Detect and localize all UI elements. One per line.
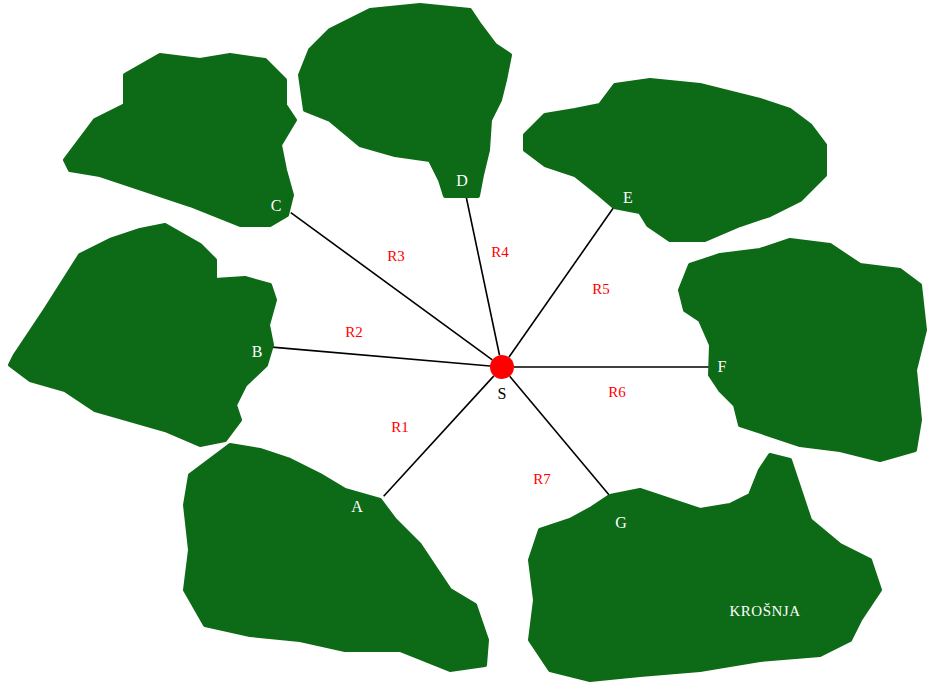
- crown-outline: [530, 455, 880, 680]
- crown-shape: [530, 455, 880, 680]
- crown-shape: [525, 80, 825, 240]
- radius-label: R1: [389, 419, 411, 436]
- crown-outline: [10, 225, 275, 445]
- point-letter: F: [718, 359, 727, 375]
- tree-crown: A: [185, 445, 487, 670]
- tree-crown: G KROŠNJA: [530, 455, 880, 680]
- crown-label: KROŠNJA: [729, 604, 800, 619]
- tree-crown: B: [10, 225, 275, 445]
- radius-label: R3: [385, 248, 407, 265]
- tree-crown: F: [680, 240, 925, 460]
- radius-line: [384, 376, 494, 496]
- point-letter: B: [252, 344, 263, 360]
- crown-outline: [680, 240, 925, 460]
- crown-outline: [65, 55, 295, 225]
- crown-shape: [300, 5, 510, 196]
- tree-crown: C: [65, 55, 295, 225]
- crown-outline: [525, 80, 825, 240]
- tree-crown: D: [300, 5, 510, 196]
- radius-label: R2: [343, 324, 365, 341]
- crown-shape: [65, 55, 295, 225]
- point-letter: A: [351, 499, 363, 515]
- crown-outline: [185, 445, 487, 670]
- crown-shape: [10, 225, 275, 445]
- crown-shape: [185, 445, 487, 670]
- point-label: S: [498, 386, 507, 402]
- radius-label: R7: [531, 471, 553, 488]
- crown-outline: [300, 5, 510, 196]
- crown-shape: [680, 240, 925, 460]
- point-letter: D: [456, 173, 468, 189]
- radius-line: [509, 208, 614, 357]
- radius-label: R4: [489, 244, 511, 261]
- station-dot: S: [490, 355, 514, 379]
- radius-label: R6: [606, 384, 628, 401]
- radius-line: [291, 213, 493, 360]
- radius-line: [514, 366, 709, 368]
- point-letter: E: [623, 190, 633, 206]
- tree-crown: E: [525, 80, 825, 240]
- radius-label: R5: [590, 281, 612, 298]
- radius-line: [272, 347, 490, 366]
- point-letter: G: [615, 515, 627, 531]
- radius-line: [510, 376, 610, 495]
- point-letter: C: [271, 198, 282, 214]
- radius-line: [466, 197, 499, 355]
